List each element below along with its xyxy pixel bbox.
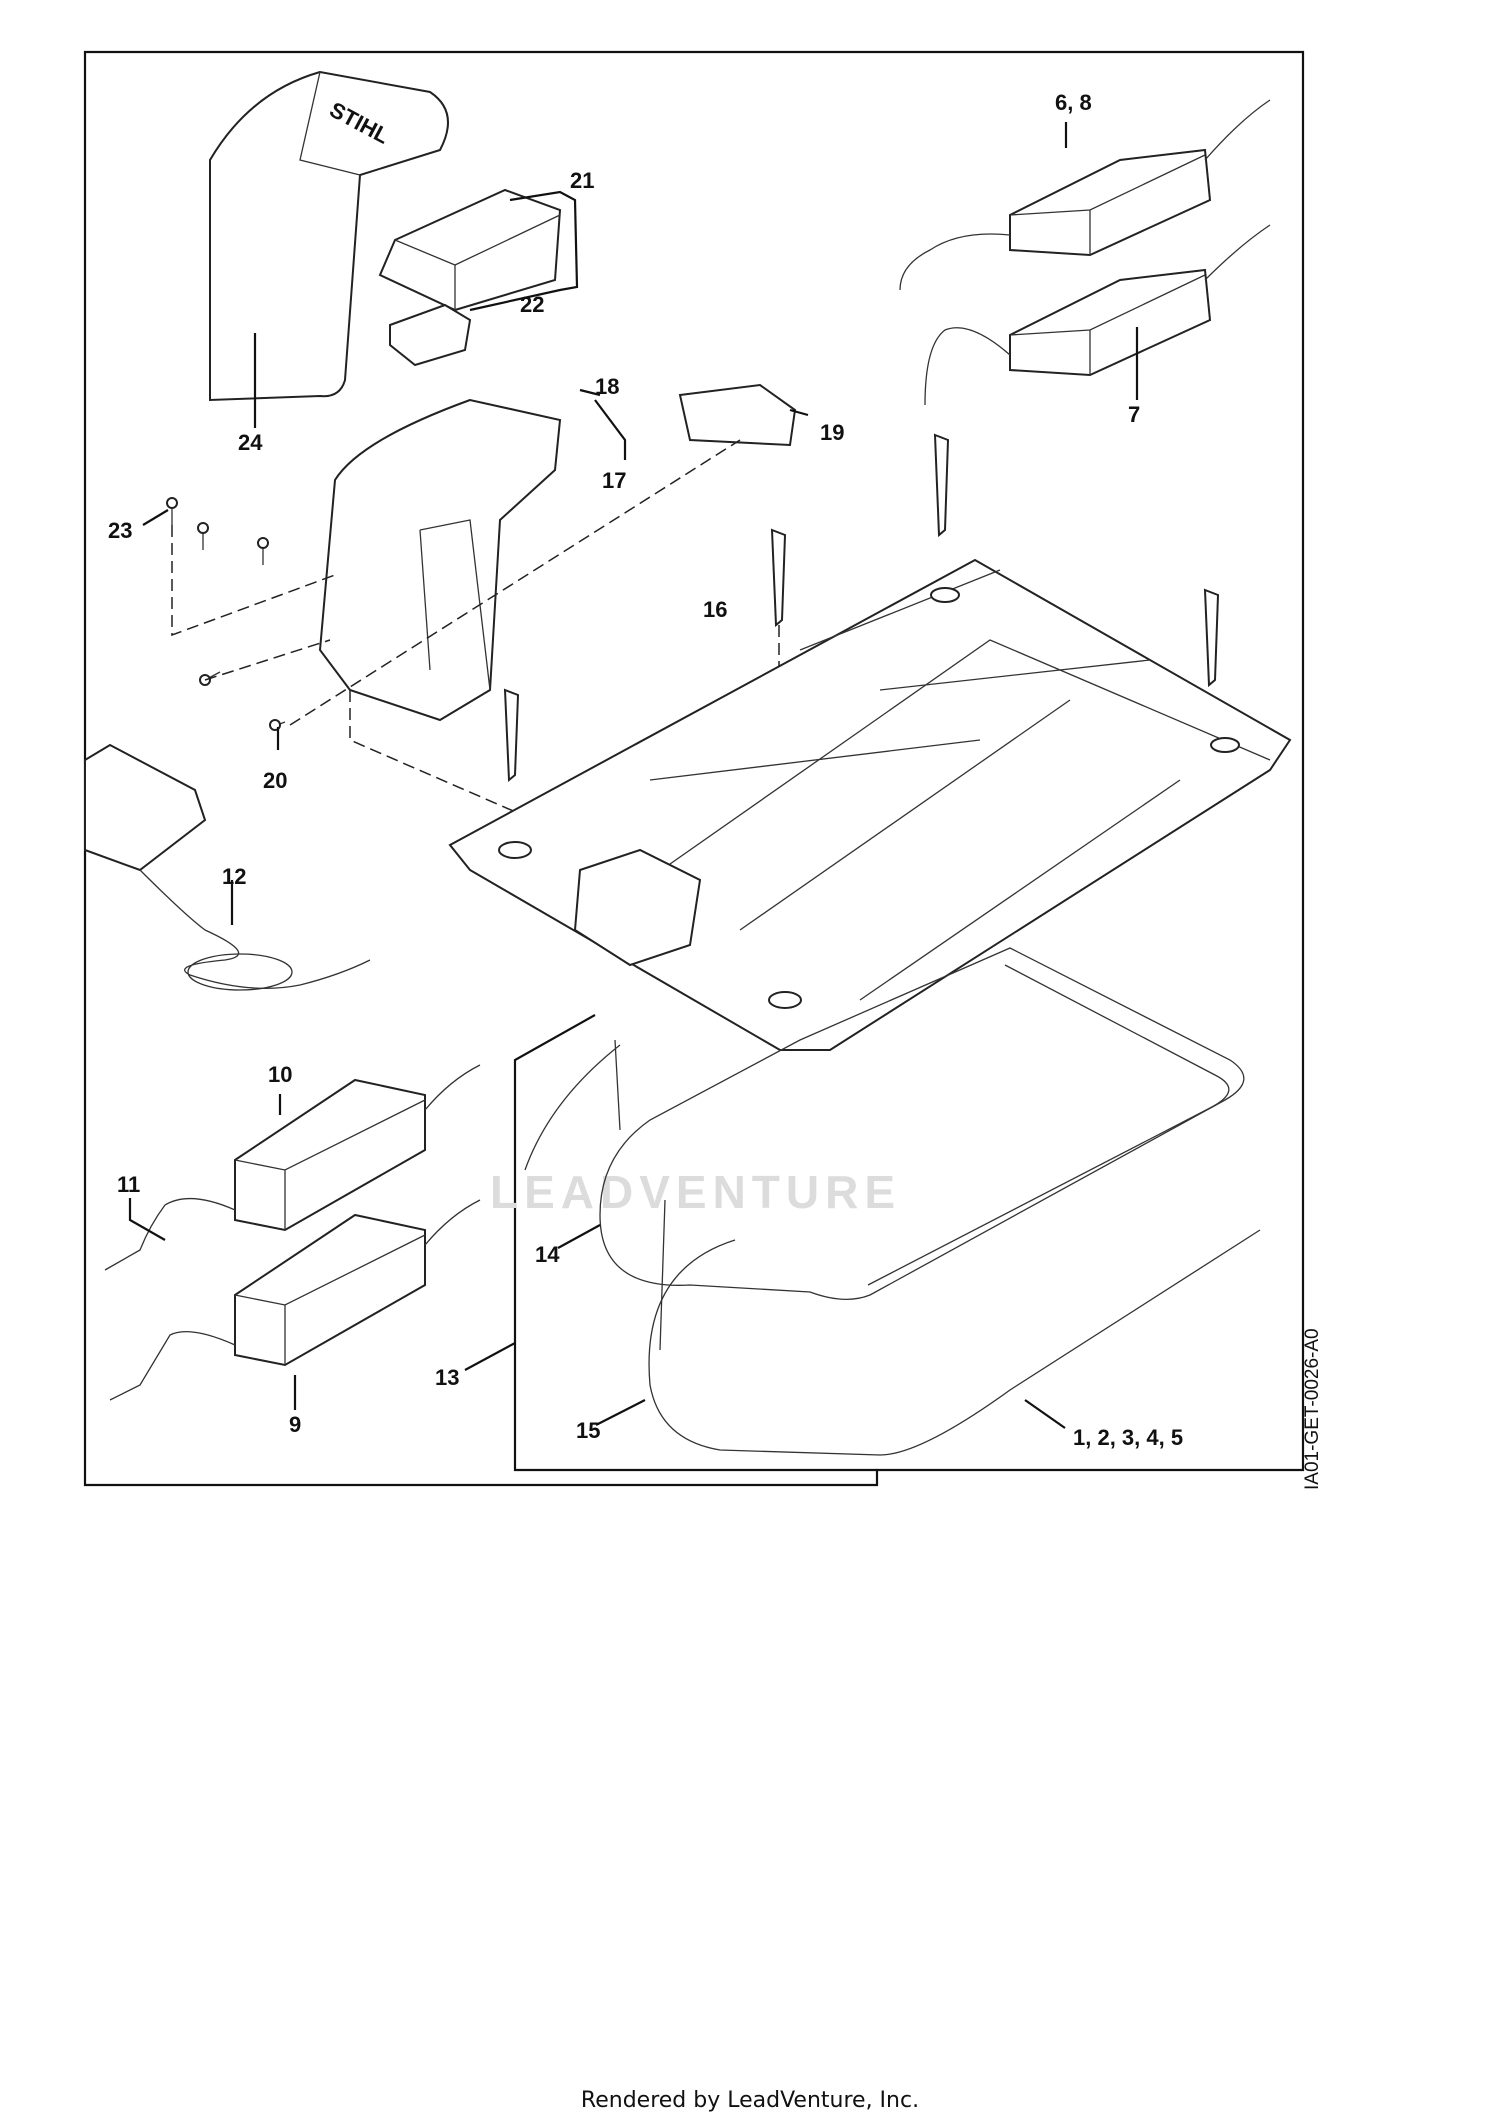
label-24: 24 xyxy=(238,430,263,455)
label-15: 15 xyxy=(576,1418,600,1443)
watermark-text: LEADVENTURE xyxy=(490,1166,901,1218)
label-16: 16 xyxy=(703,597,727,622)
label-13: 13 xyxy=(435,1365,459,1390)
base-plate xyxy=(448,558,1292,1051)
label-17: 17 xyxy=(602,468,626,493)
label-20: 20 xyxy=(263,768,287,793)
label-23: 23 xyxy=(108,518,132,543)
label-22: 22 xyxy=(520,292,544,317)
power-supply-7 xyxy=(924,224,1271,406)
housing-part xyxy=(318,383,797,722)
label-12: 12 xyxy=(222,864,246,889)
control-unit-part xyxy=(378,188,562,367)
label-1-5: 1, 2, 3, 4, 5 xyxy=(1073,1425,1183,1450)
leader-lines xyxy=(128,122,1139,1429)
cover-part: STIHL xyxy=(209,70,449,402)
drawing-code: IA01-GET-0026-A0 xyxy=(1302,1328,1323,1490)
power-supply-6-8 xyxy=(899,99,1271,291)
label-9: 9 xyxy=(289,1412,301,1437)
kit-frame xyxy=(513,1014,877,1472)
footer-credit: Rendered by LeadVenture, Inc. xyxy=(580,2088,920,2113)
power-supply-9 xyxy=(109,1199,481,1401)
screws xyxy=(166,497,286,731)
label-11: 11 xyxy=(117,1172,140,1197)
label-7: 7 xyxy=(1128,402,1140,427)
label-18: 18 xyxy=(595,374,619,399)
assembly-lines xyxy=(171,439,741,880)
label-21: 21 xyxy=(570,168,594,193)
docking-connector-part xyxy=(84,743,371,991)
power-supply-10 xyxy=(104,1064,481,1271)
label-6-8: 6, 8 xyxy=(1055,90,1092,115)
label-19: 19 xyxy=(820,420,844,445)
label-10: 10 xyxy=(268,1062,292,1087)
boundary-wire xyxy=(524,947,1261,1456)
label-14: 14 xyxy=(535,1242,560,1267)
